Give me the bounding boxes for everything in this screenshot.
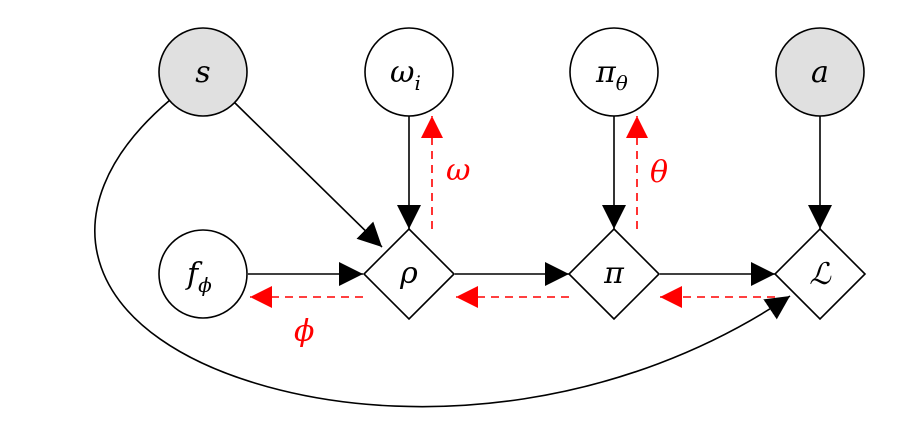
node-pi: π xyxy=(567,227,661,321)
edge-s-to-rho xyxy=(233,101,383,248)
node-omega-label: ωi xyxy=(390,55,421,95)
node-omega-sub: i xyxy=(414,71,420,95)
node-loss-label: ℒ xyxy=(809,257,832,292)
node-omega-main: ω xyxy=(390,55,414,90)
node-pi-theta-label: πθ xyxy=(595,55,628,95)
node-pi-theta-main: π xyxy=(595,55,617,90)
edge-s-to-loss-curve xyxy=(94,99,791,408)
grad-label-omega: ω xyxy=(446,153,470,188)
node-pi-theta-circle xyxy=(569,27,659,117)
node-rho-diamond xyxy=(362,227,456,321)
node-omega: ωi xyxy=(364,27,454,117)
node-rho-label: ρ xyxy=(399,256,418,291)
node-f-phi-circle xyxy=(158,229,248,319)
node-pi-label: π xyxy=(603,256,625,291)
node-pi-theta-sub: θ xyxy=(616,71,628,95)
node-f-phi-sub: ϕ xyxy=(198,273,212,297)
node-rho: ρ xyxy=(362,227,456,321)
grad-label-theta: θ xyxy=(650,155,668,190)
node-omega-circle xyxy=(364,27,454,117)
node-a-circle xyxy=(775,27,865,117)
node-loss-diamond xyxy=(773,227,867,321)
node-s: s xyxy=(158,27,248,117)
node-loss: ℒ xyxy=(773,227,867,321)
node-s-circle xyxy=(158,27,248,117)
node-pi-theta: πθ xyxy=(569,27,659,117)
grad-label-phi: ϕ xyxy=(294,314,314,349)
node-s-label: s xyxy=(195,55,210,90)
node-a: a xyxy=(775,27,865,117)
node-pi-diamond xyxy=(567,227,661,321)
node-f-phi: fϕ xyxy=(158,229,248,319)
node-a-label: a xyxy=(811,55,829,90)
